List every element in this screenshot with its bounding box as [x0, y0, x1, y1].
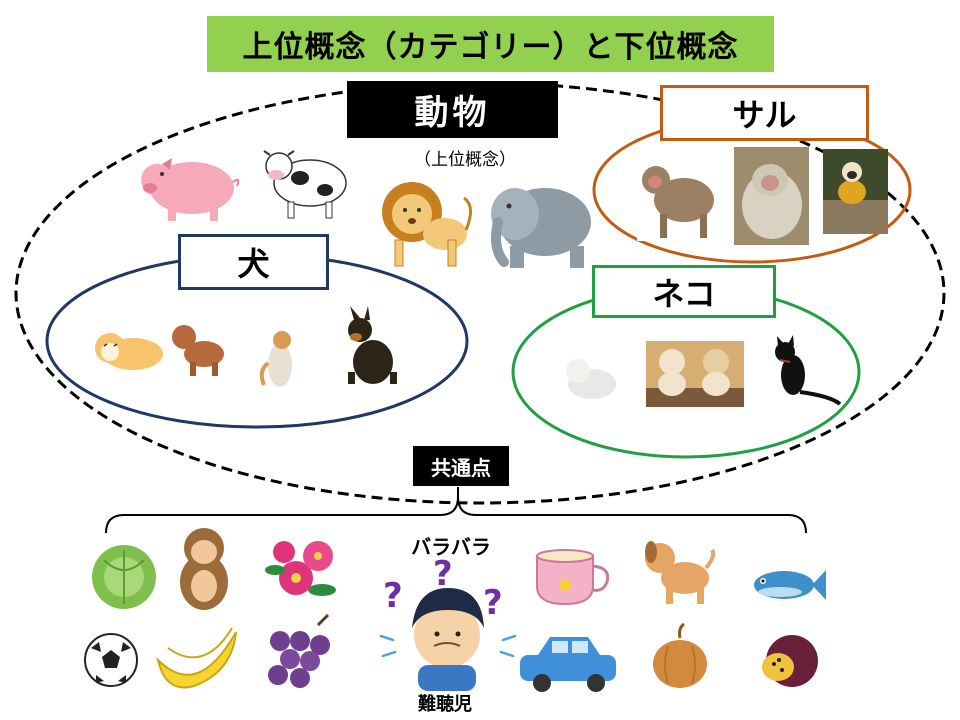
car-image	[520, 637, 616, 692]
pink-flowers-image	[265, 541, 336, 596]
baboon-photo	[734, 147, 809, 245]
child-label: 難聴児	[418, 694, 472, 715]
dog-category-label: 犬	[178, 234, 329, 290]
cup-image	[536, 549, 610, 606]
confused-child-image	[412, 588, 484, 691]
superordinate-label: 動物	[347, 81, 558, 138]
question-mark-icon: ?	[433, 554, 453, 594]
black-cat-image	[775, 335, 842, 406]
question-mark-icon: ?	[483, 583, 503, 623]
toy-poodle-image	[172, 325, 224, 376]
onion-image	[653, 622, 707, 688]
squirrel-monkey-photo	[823, 149, 888, 234]
superordinate-sublabel: （上位概念）	[414, 149, 516, 170]
shiba-puppy-image	[95, 333, 163, 370]
grapes-image	[268, 613, 330, 688]
monkey-illustration	[180, 528, 228, 610]
common-point-bracket	[105, 487, 807, 534]
page-title: 上位概念（カテゴリー）と下位概念	[207, 16, 774, 72]
cow-image	[263, 150, 347, 219]
scattered-label: バラバラ	[411, 534, 491, 559]
banana-image	[156, 627, 237, 689]
pig-image	[141, 158, 240, 221]
cabbage-image	[92, 545, 156, 609]
passion-fruit-image	[762, 635, 818, 687]
question-mark-icons: ? ? ?	[383, 554, 503, 623]
common-point-label: 共通点	[413, 446, 509, 486]
two-kittens-photo	[646, 341, 744, 407]
japanese-macaque-photo	[637, 155, 720, 241]
question-mark-icon: ?	[383, 576, 403, 616]
cat-category-label: ネコ	[592, 265, 776, 318]
doberman-image	[348, 306, 397, 384]
monkey-category-label: サル	[660, 85, 869, 141]
elephant-image	[491, 188, 591, 268]
sweat-lines	[379, 634, 517, 658]
puppy-illustration	[645, 541, 716, 604]
shiba-inu-photo	[250, 326, 303, 392]
fish-image	[754, 570, 826, 600]
animal-category-ellipse	[14, 81, 946, 505]
soccer-ball-image	[84, 633, 138, 687]
persian-cat-photo	[566, 359, 616, 399]
lion-image	[382, 182, 472, 267]
